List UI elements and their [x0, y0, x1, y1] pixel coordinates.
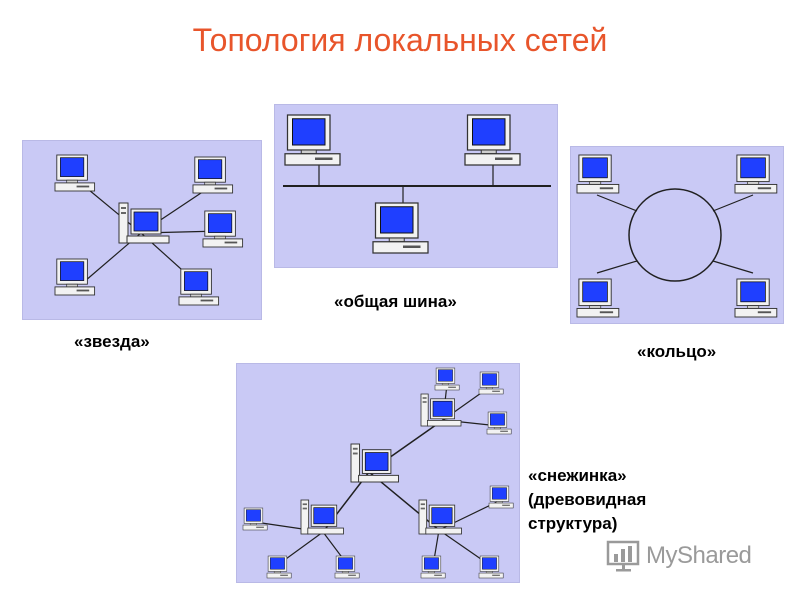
computer-icon — [420, 555, 446, 579]
computer-icon — [266, 555, 292, 579]
computer-icon — [192, 156, 234, 194]
ring-line — [628, 188, 722, 282]
ring-link-line — [712, 260, 754, 274]
server-icon — [300, 499, 344, 535]
computer-icon — [576, 154, 620, 194]
bus-caption: «общая шина» — [334, 292, 457, 311]
star-diagram — [22, 140, 262, 320]
computer-icon — [334, 555, 360, 579]
computer-icon — [488, 485, 514, 509]
snowflake-caption-line3: структура) — [528, 514, 618, 533]
ring-link-line — [596, 194, 638, 212]
ring-link-line — [712, 194, 754, 212]
computer-icon — [178, 268, 220, 306]
watermark-text: MyShared — [646, 542, 752, 569]
server-icon — [418, 499, 462, 535]
computer-icon — [478, 371, 504, 395]
ring-caption: «кольцо» — [637, 342, 717, 361]
server-icon — [118, 202, 170, 244]
computer-icon — [242, 507, 268, 531]
computer-icon — [372, 202, 429, 254]
chart-logo-icon — [606, 540, 640, 572]
computer-icon — [464, 114, 521, 166]
computer-icon — [54, 258, 96, 296]
watermark: MyShared — [606, 538, 776, 572]
computer-icon — [54, 154, 96, 192]
computer-icon — [734, 278, 778, 318]
star-caption: «звезда» — [74, 332, 150, 351]
computer-icon — [576, 278, 620, 318]
computer-icon — [734, 154, 778, 194]
bus-diagram — [274, 104, 558, 268]
computer-icon — [284, 114, 341, 166]
server-icon — [350, 443, 399, 483]
computer-icon — [478, 555, 504, 579]
snowflake-caption-line1: «снежинка» — [528, 466, 627, 485]
computer-icon — [202, 210, 244, 248]
server-icon — [420, 393, 462, 427]
computer-icon — [434, 367, 460, 391]
ring-diagram — [570, 146, 784, 324]
snowflake-caption-line2: (древовидная — [528, 490, 647, 509]
snowflake-diagram — [236, 363, 520, 583]
computer-icon — [486, 411, 512, 435]
ring-link-line — [596, 260, 638, 274]
page-title: Топология локальных сетей — [192, 22, 608, 58]
